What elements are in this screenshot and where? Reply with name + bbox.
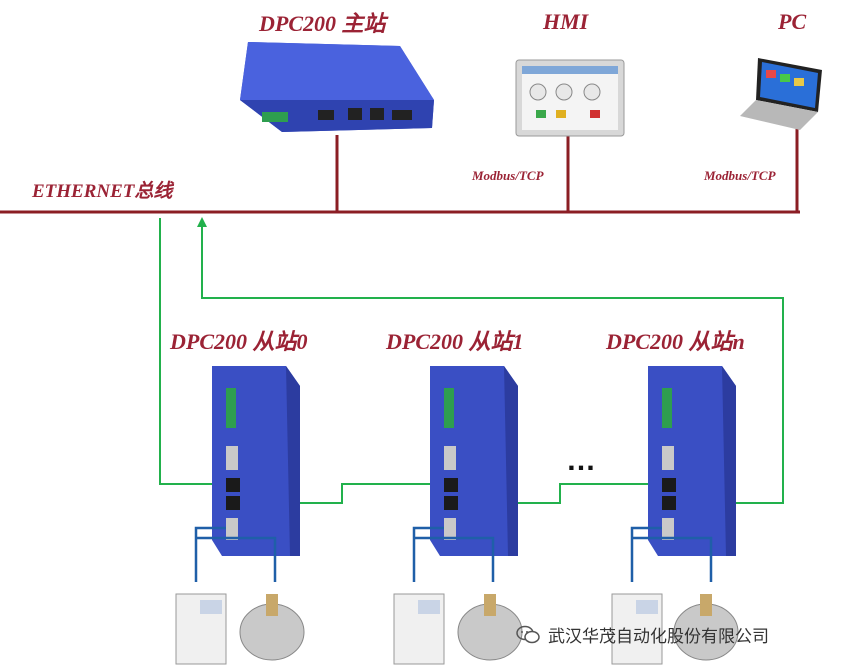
slave-device-1 bbox=[430, 366, 518, 556]
bus-label: ETHERNET总线 bbox=[32, 181, 173, 202]
master-label: DPC200 主站 bbox=[259, 11, 386, 36]
ethernet-bus bbox=[0, 120, 800, 214]
field-devices-1 bbox=[393, 593, 523, 665]
pc-protocol-label: Modbus/TCP bbox=[704, 168, 776, 183]
field-devices-0 bbox=[175, 593, 305, 665]
hmi-label: HMI bbox=[543, 9, 589, 34]
hmi-device bbox=[515, 59, 625, 137]
slave-0-label: DPC200 从站0 bbox=[170, 329, 308, 354]
wechat-icon bbox=[516, 625, 540, 643]
slave-1-label: DPC200 从站1 bbox=[386, 329, 524, 354]
ellipsis: … bbox=[566, 444, 598, 477]
slave-n-label: DPC200 从站n bbox=[606, 329, 745, 354]
pc-laptop bbox=[740, 58, 822, 130]
field-devices-n bbox=[611, 593, 739, 665]
slave-device-n bbox=[648, 366, 736, 556]
pc-label: PC bbox=[778, 9, 807, 34]
master-device bbox=[240, 42, 434, 132]
hmi-protocol-label: Modbus/TCP bbox=[472, 168, 544, 183]
watermark: 武汉华茂自动化股份有限公司 bbox=[516, 622, 769, 647]
watermark-text: 武汉华茂自动化股份有限公司 bbox=[548, 627, 769, 647]
slave-device-0 bbox=[212, 366, 300, 556]
field-wiring bbox=[194, 526, 713, 582]
